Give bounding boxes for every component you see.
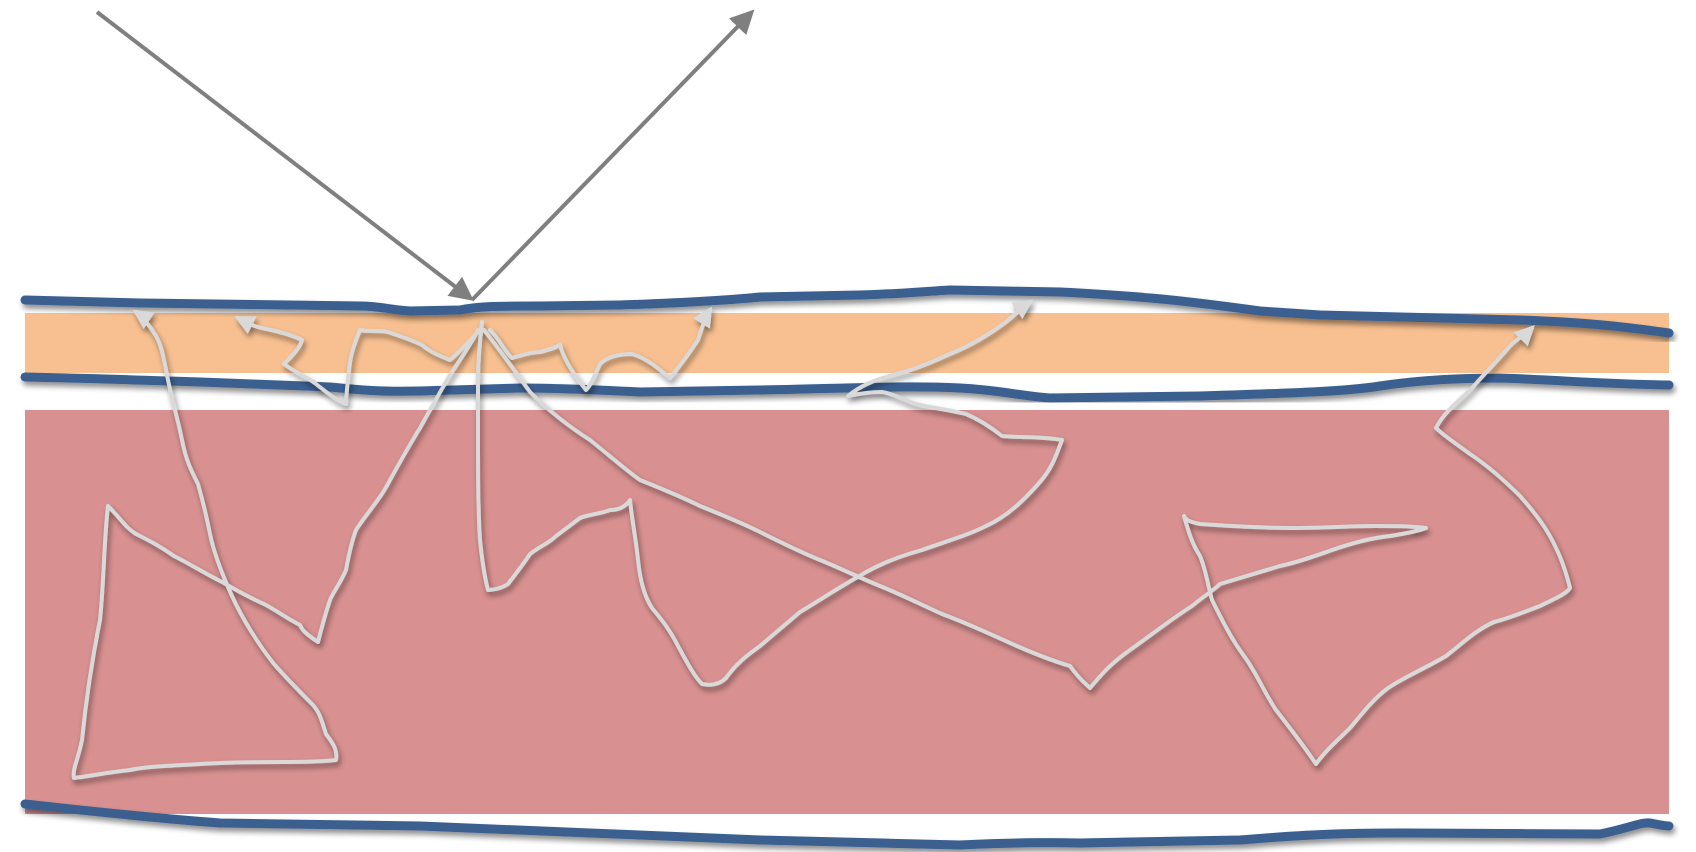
specular-rays (97, 12, 751, 300)
incident-ray-arrow (97, 12, 470, 298)
reflected-ray-arrow (472, 13, 751, 300)
lower-layer-band (25, 410, 1669, 814)
